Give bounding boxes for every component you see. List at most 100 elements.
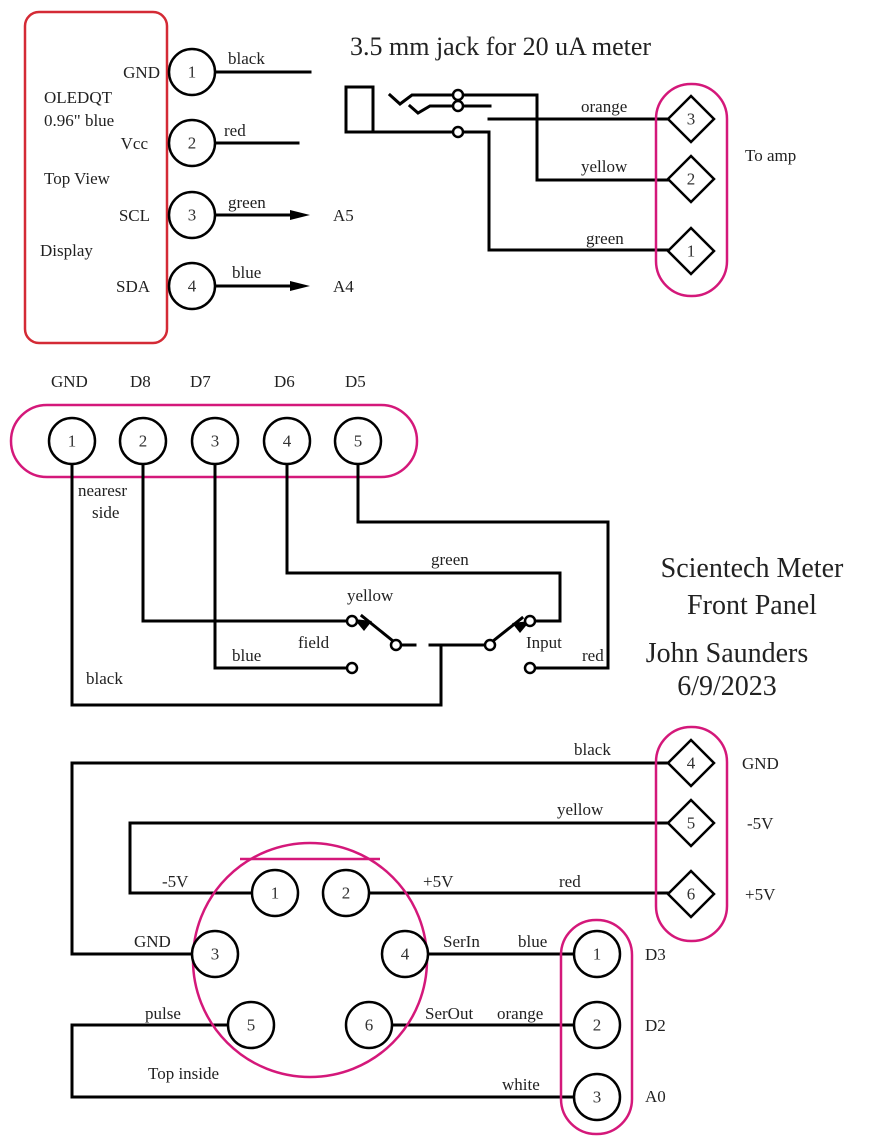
oled-pin-number: 2 — [188, 134, 197, 153]
oled-pin-signal: Vcc — [121, 134, 149, 153]
switch-contact-icon — [345, 661, 359, 675]
power-terminal — [666, 798, 716, 848]
diagram-subtitle: Front Panel — [687, 590, 817, 621]
wire-label: yellow — [557, 800, 604, 819]
din-pin — [226, 1000, 276, 1050]
din-pin-number: 4 — [401, 945, 410, 964]
wire-label: orange — [581, 97, 627, 116]
wire-label: red — [559, 872, 581, 891]
oled-pin — [167, 118, 217, 168]
wire-yellow — [128, 821, 670, 895]
amp-pin-number: 1 — [687, 242, 696, 261]
header-signal-label: D7 — [190, 372, 211, 391]
oled-pin-number: 4 — [188, 277, 197, 296]
switch-contact-icon — [523, 661, 537, 675]
wire-white — [70, 1023, 577, 1099]
header-pin-number: 3 — [211, 432, 220, 451]
power-signal-label: GND — [742, 754, 779, 773]
header-signal-label: D5 — [345, 372, 366, 391]
jack-contact-icon — [451, 125, 465, 139]
switch-contact-icon — [345, 614, 359, 628]
din-signal-label: pulse — [145, 1004, 181, 1023]
wire-label: blue — [518, 932, 547, 951]
wire-label: green — [228, 193, 266, 212]
header-pin — [118, 416, 168, 466]
din-pin-number: 1 — [271, 884, 280, 903]
wire-label: red — [582, 646, 604, 665]
header-pin-number: 1 — [68, 432, 77, 451]
power-pin-number: 6 — [687, 885, 696, 904]
destination-label: A4 — [333, 277, 354, 296]
switch-label-input: Input — [526, 633, 562, 652]
switch-arm — [490, 615, 525, 644]
wire-black — [70, 463, 443, 707]
oled-kind: Display — [40, 241, 93, 260]
wire-label: yellow — [347, 586, 394, 605]
serial-pin-number: 3 — [593, 1088, 602, 1107]
amp-pin-number: 3 — [687, 110, 696, 129]
din-pin-number: 6 — [365, 1016, 374, 1035]
serial-pin — [572, 1000, 622, 1050]
header-note: nearesr — [78, 481, 127, 500]
din-pin-number: 5 — [247, 1016, 256, 1035]
oled-pin-signal: SCL — [119, 206, 150, 225]
din-pin — [250, 868, 300, 918]
header-pin-number: 4 — [283, 432, 292, 451]
diagram-title: Scientech Meter — [661, 553, 844, 584]
din-power-block: 1 2 3 4 5 6 -5V +5V GND SerIn pulse SerO… — [70, 725, 779, 1136]
din-pin-number: 2 — [342, 884, 351, 903]
din-signal-label: SerOut — [425, 1004, 473, 1023]
header-signal-label: D8 — [130, 372, 151, 391]
arrow-icon — [290, 210, 310, 220]
oled-pin-signal: SDA — [116, 277, 151, 296]
wire-label: black — [228, 49, 265, 68]
din-pin — [321, 868, 371, 918]
serial-connector-outline — [559, 918, 634, 1136]
date: 6/9/2023 — [677, 671, 777, 702]
arrow-icon — [290, 281, 310, 291]
din-signal-label: +5V — [423, 872, 454, 891]
header-pin-number: 2 — [139, 432, 148, 451]
title-block: Scientech Meter Front Panel John Saunder… — [646, 553, 844, 702]
amp-terminal — [666, 94, 716, 144]
amp-terminal — [666, 154, 716, 204]
oled-size: 0.96" blue — [44, 111, 114, 130]
oled-display-block: OLEDQT 0.96" blue Top View Display GND V… — [23, 10, 354, 345]
serial-signal-label: A0 — [645, 1087, 666, 1106]
wire-label: green — [586, 229, 624, 248]
switch-arm — [359, 613, 396, 644]
serial-pin — [572, 929, 622, 979]
header-signal-label: GND — [51, 372, 88, 391]
serial-pin-number: 1 — [593, 945, 602, 964]
amp-connector-outline — [654, 82, 729, 298]
din-pin — [380, 929, 430, 979]
serial-pin — [572, 1072, 622, 1122]
wire-label: white — [502, 1075, 540, 1094]
din-signal-label: GND — [134, 932, 171, 951]
oled-pin-number: 3 — [188, 206, 197, 225]
din-pin — [190, 929, 240, 979]
din-signal-label: SerIn — [443, 932, 480, 951]
oled-view: Top View — [44, 169, 111, 188]
header-pin — [47, 416, 97, 466]
amp-terminal — [666, 226, 716, 276]
power-terminal — [666, 738, 716, 788]
din-pin-number: 3 — [211, 945, 220, 964]
wire-label: orange — [497, 1004, 543, 1023]
wire-yellow — [141, 463, 349, 623]
wire-green — [458, 130, 670, 252]
din-caption: Top inside — [148, 1064, 219, 1083]
amp-connector-label: To amp — [745, 146, 796, 165]
jack-tip-contact-icon — [387, 92, 457, 106]
arrow-icon — [354, 619, 372, 631]
oled-name: OLEDQT — [44, 88, 113, 107]
power-pin-number: 5 — [687, 814, 696, 833]
header-switch-block: GND D8 D7 D6 D5 1 2 3 4 5 nea — [9, 372, 610, 707]
jack-block: 3.5 mm jack for 20 uA meter orange yello… — [344, 32, 796, 298]
oled-pin — [167, 190, 217, 240]
power-signal-label: +5V — [745, 885, 776, 904]
switch-contact-icon — [389, 638, 403, 652]
wire-label: blue — [232, 263, 261, 282]
wire-label: green — [431, 550, 469, 569]
